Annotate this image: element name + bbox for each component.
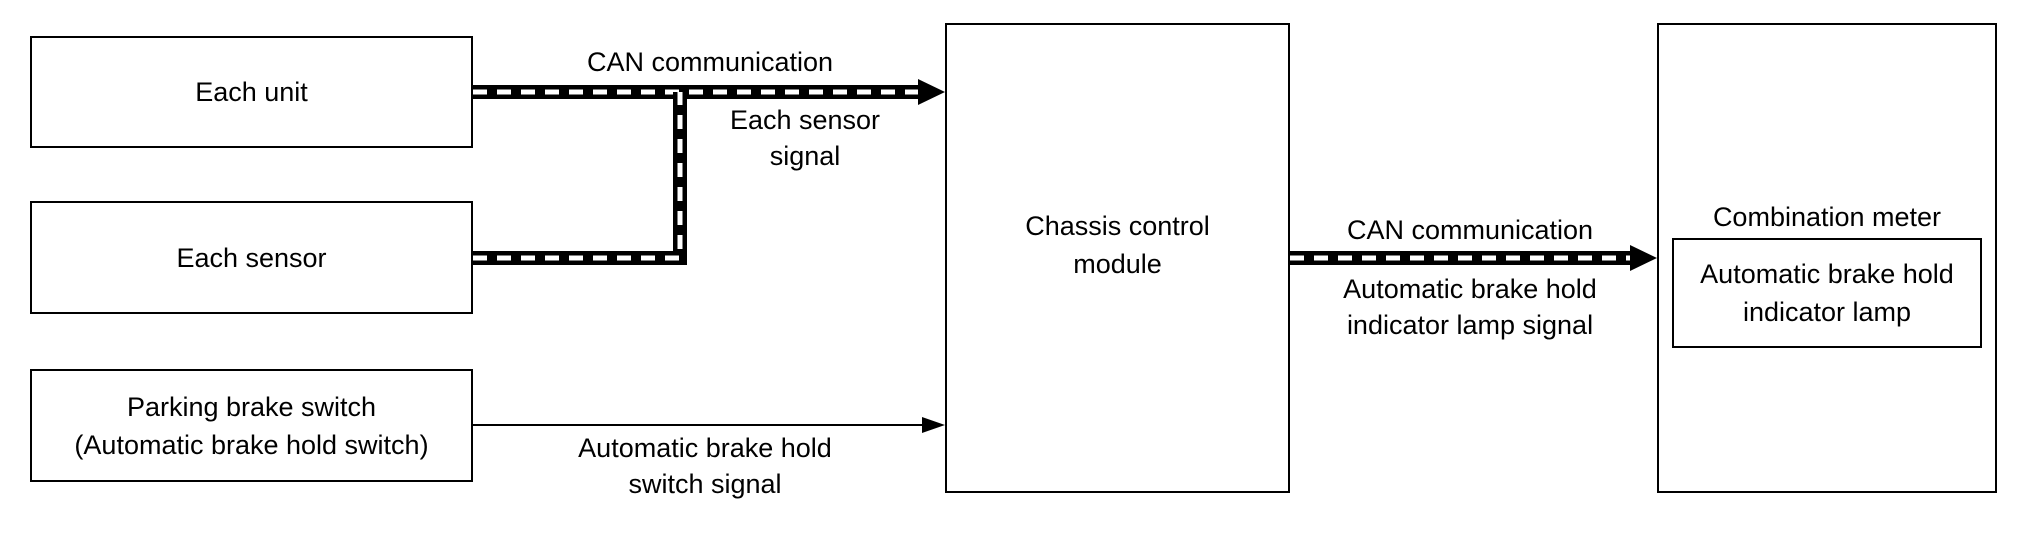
parking-brake-switch-label: Parking brake switch (Automatic brake ho… [74, 391, 429, 460]
each-unit-block: Each unit [30, 36, 473, 148]
arrowhead-hold-switch [922, 417, 945, 433]
indicator-lamp-label: Automatic brake hold indicator lamp [1700, 259, 1954, 327]
each-sensor-label: Each sensor [176, 242, 327, 273]
arrowhead-can-out [1630, 245, 1657, 271]
indicator-lamp-block: Automatic brake hold indicator lamp [1672, 238, 1982, 348]
each-unit-label: Each unit [195, 77, 308, 107]
parking-brake-switch-block: Parking brake switch (Automatic brake ho… [30, 369, 473, 482]
can-in-label: CAN communication [586, 47, 834, 77]
can-line-sensor-to-junction [473, 92, 687, 265]
each-sensor-signal-label: Each sensor signal [729, 105, 881, 171]
arrowhead-can-in [918, 79, 945, 105]
hold-switch-signal-label: Automatic brake hold switch signal [578, 433, 832, 499]
chassis-control-module-label: Chassis control module [1025, 211, 1210, 279]
each-sensor-block: Each sensor [30, 201, 473, 314]
chassis-control-module-block: Chassis control module [945, 23, 1290, 493]
indicator-lamp-signal-label: Automatic brake hold indicator lamp sign… [1343, 274, 1597, 340]
can-out-label: CAN communication [1346, 215, 1594, 245]
combination-meter-label: Combination meter [1712, 202, 1942, 232]
